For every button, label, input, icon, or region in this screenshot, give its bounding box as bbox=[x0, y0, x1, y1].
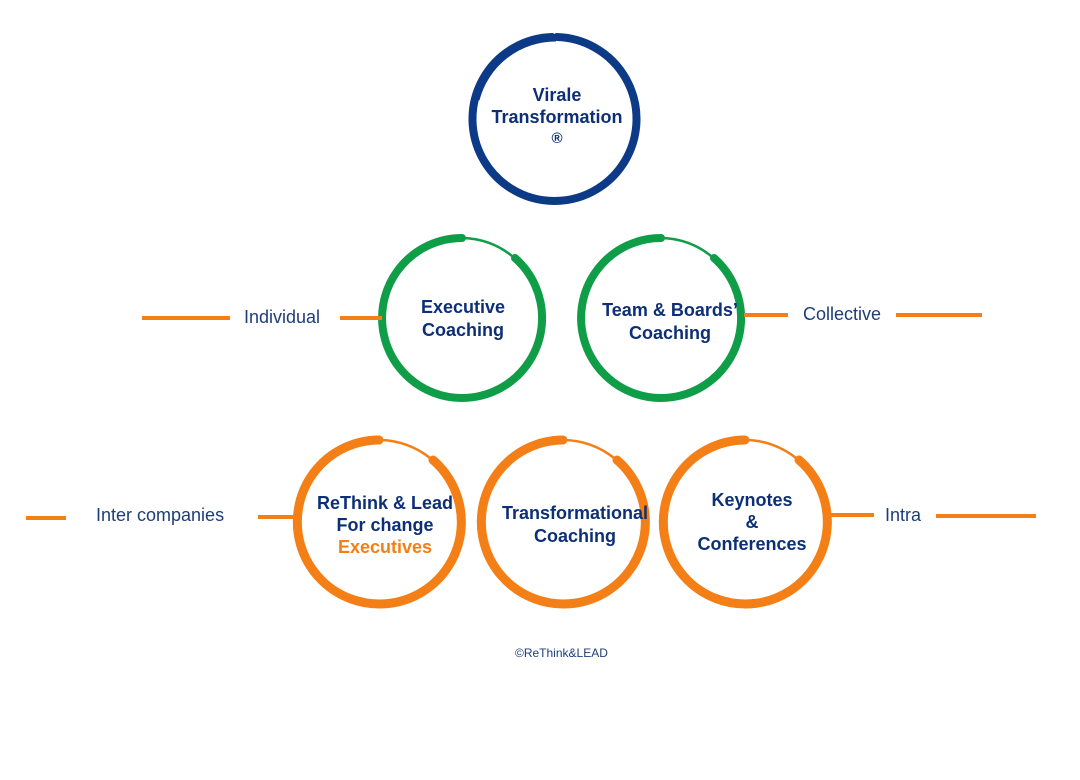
individual-label: Individual bbox=[244, 307, 321, 327]
rethink-lead-line: ReThink & Lead bbox=[316, 493, 454, 513]
virale-transformation-label: Virale Transformation ® bbox=[476, 84, 638, 150]
inter-companies-label: Inter companies bbox=[96, 505, 225, 525]
team-boards-coaching-ring bbox=[577, 234, 746, 402]
virale-transformation-ring bbox=[468, 33, 641, 205]
keynotes-line: Keynotes bbox=[711, 490, 793, 510]
coaching-line: Coaching bbox=[628, 323, 711, 343]
transformational-line: Transformational bbox=[501, 503, 649, 523]
executive-line: Executive bbox=[420, 297, 506, 317]
virale-line: Virale bbox=[532, 85, 582, 105]
copyright-text: ©ReThink&LEAD bbox=[515, 646, 608, 660]
executive-coaching-label: Executive Coaching bbox=[386, 296, 540, 341]
for-change-line: For change bbox=[336, 515, 434, 535]
coaching-line: Coaching bbox=[421, 320, 504, 340]
transformational-coaching-label: Transformational Coaching bbox=[490, 502, 660, 547]
keynotes-conferences-label: Keynotes & Conferences bbox=[672, 489, 832, 555]
transformational-coaching-ring bbox=[476, 435, 650, 609]
registered-mark: ® bbox=[551, 130, 563, 147]
executive-coaching-ring bbox=[378, 234, 547, 402]
conferences-line: Conferences bbox=[697, 534, 807, 554]
ampersand-line: & bbox=[745, 512, 759, 532]
collective-label: Collective bbox=[803, 304, 882, 324]
rethink-lead-ring bbox=[292, 435, 466, 609]
intra-label: Intra bbox=[885, 505, 922, 525]
coaching-line: Coaching bbox=[533, 526, 616, 546]
transformation-line: Transformation bbox=[491, 107, 623, 127]
executives-line: Executives bbox=[337, 537, 433, 557]
team-boards-coaching-label: Team & Boards’ Coaching bbox=[590, 299, 750, 344]
rethink-lead-label: ReThink & Lead For change Executives bbox=[302, 492, 468, 558]
team-boards-line: Team & Boards’ bbox=[602, 300, 738, 320]
keynotes-conferences-ring bbox=[658, 435, 832, 609]
